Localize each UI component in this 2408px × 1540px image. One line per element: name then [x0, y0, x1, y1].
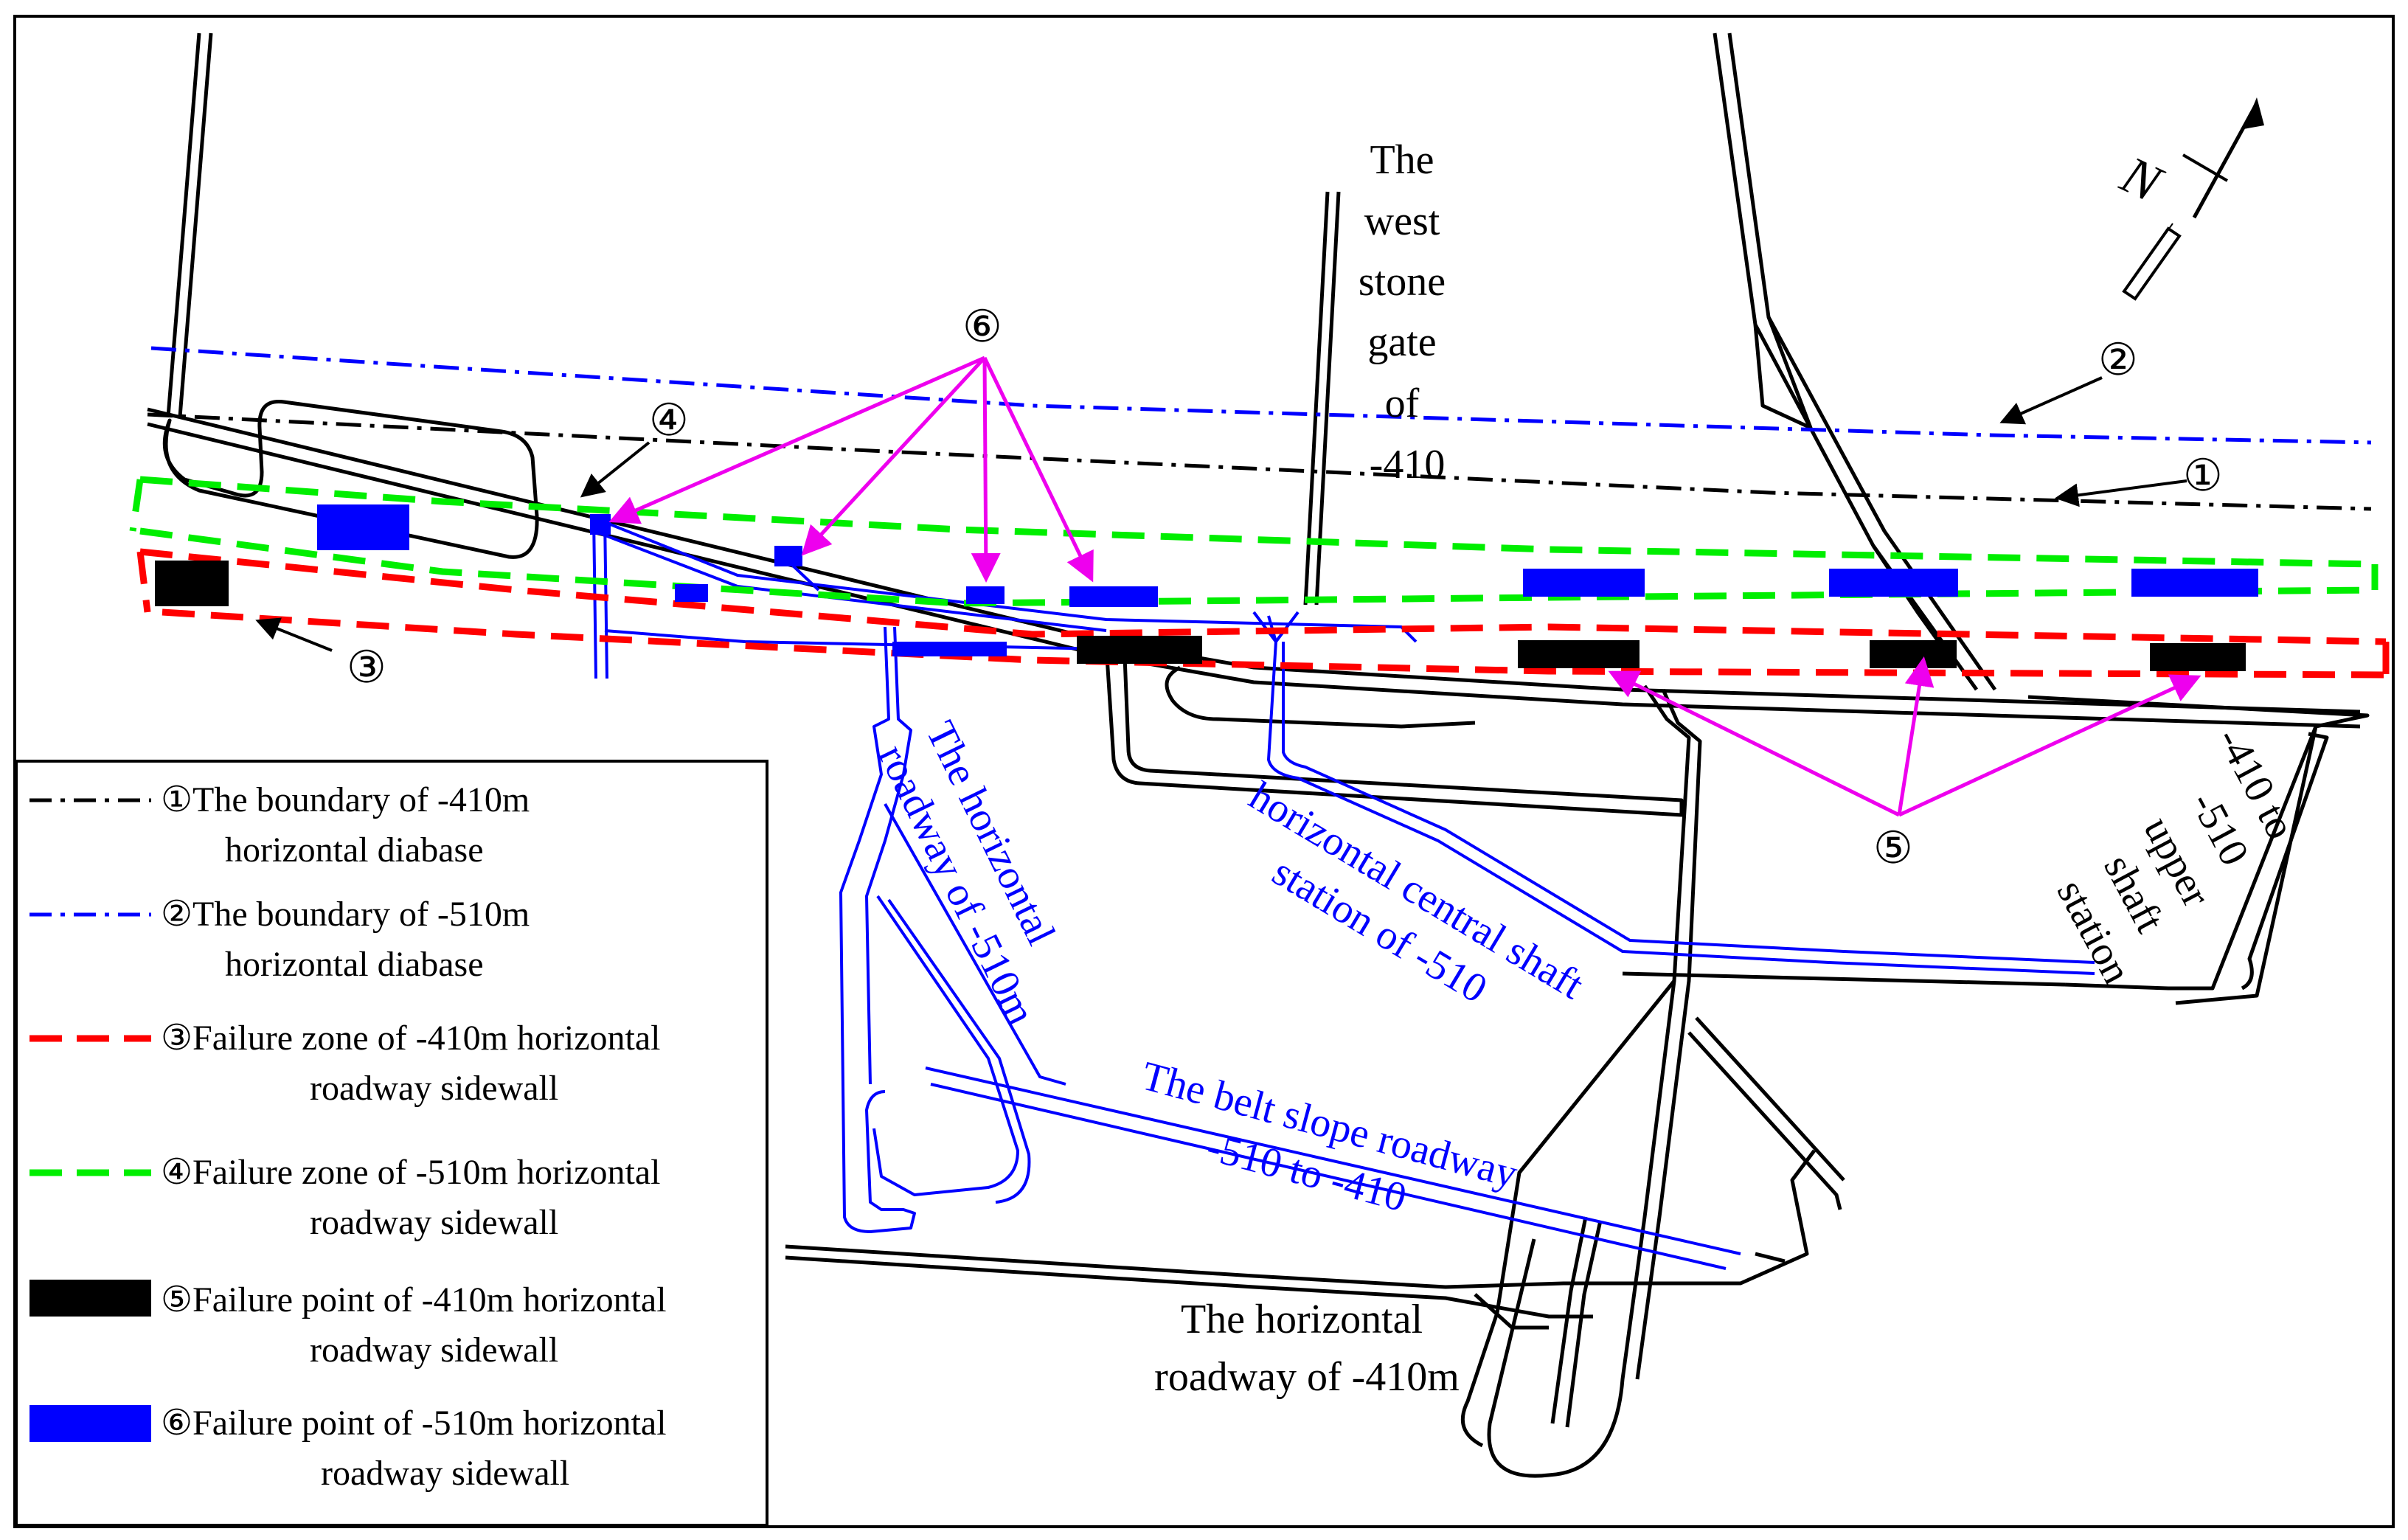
legend: ①The boundary of -410m horizontal diabas…	[15, 760, 768, 1527]
boundary-510-diabase	[150, 346, 2372, 445]
failure-point-410	[1870, 640, 1957, 668]
callout-arrows-5	[1608, 656, 2201, 817]
failure-point-410	[1077, 636, 1202, 664]
marker-5: ⑤	[1873, 824, 1913, 873]
failure-points-510	[317, 504, 2258, 656]
marker-1: ①	[2183, 451, 2223, 500]
label-central-shaft-station: horizontal central shaft station of -510	[1214, 773, 1600, 1059]
failure-point-510	[675, 584, 708, 602]
legend-symbol-failure-point-510	[30, 1405, 151, 1442]
label-horizontal-roadway-510: The horizontal roadway of -510m	[870, 715, 1092, 1033]
failure-point-510	[590, 514, 611, 535]
label-horizontal-roadway-410: The horizontal roadway of -410m	[1154, 1297, 1460, 1400]
failure-point-510	[1069, 586, 1158, 607]
failure-point-510	[966, 586, 1005, 604]
callout-arrows-6	[608, 355, 1094, 583]
legend-item-1: ①The boundary of -410m horizontal diabas…	[161, 780, 538, 870]
legend-item-6: ⑥Failure point of -510m horizontal roadw…	[161, 1404, 676, 1493]
callout-arrows-black	[255, 376, 2187, 652]
failure-point-410	[2150, 643, 2246, 671]
label-belt-slope-roadway: The belt slope roadway -510 to -410	[1124, 1053, 1533, 1250]
marker-2: ②	[2098, 336, 2138, 384]
failure-point-510	[774, 546, 802, 566]
legend-item-2: ②The boundary of -510m horizontal diabas…	[161, 895, 538, 984]
marker-6: ⑥	[962, 302, 1002, 351]
failure-point-510	[317, 504, 409, 550]
marker-4: ④	[649, 396, 689, 445]
failure-point-510	[1829, 569, 1958, 597]
failure-point-510	[1523, 569, 1645, 597]
failure-point-510	[892, 642, 1007, 656]
label-upper-shaft-station: -410 to -510 upper shaft station	[2020, 721, 2328, 991]
failure-point-410	[1518, 640, 1640, 668]
legend-item-3: ③Failure zone of -410m horizontal roadwa…	[161, 1019, 670, 1108]
failure-point-510	[2131, 569, 2258, 597]
legend-item-5: ⑤Failure point of -410m horizontal roadw…	[161, 1280, 676, 1370]
legend-box	[15, 760, 768, 1527]
failure-point-410	[155, 561, 229, 606]
failure-zone-510	[129, 476, 2378, 607]
marker-3: ③	[347, 643, 386, 692]
north-label: N	[2112, 145, 2173, 215]
failure-zone-410	[136, 548, 2390, 679]
north-arrow: N	[2112, 97, 2264, 301]
label-west-stone-gate: The west stone gate of -410	[1359, 137, 1456, 488]
failure-points-410	[155, 561, 2246, 671]
legend-item-4: ④Failure zone of -510m horizontal roadwa…	[161, 1153, 670, 1242]
legend-symbol-failure-point-410	[30, 1280, 151, 1317]
